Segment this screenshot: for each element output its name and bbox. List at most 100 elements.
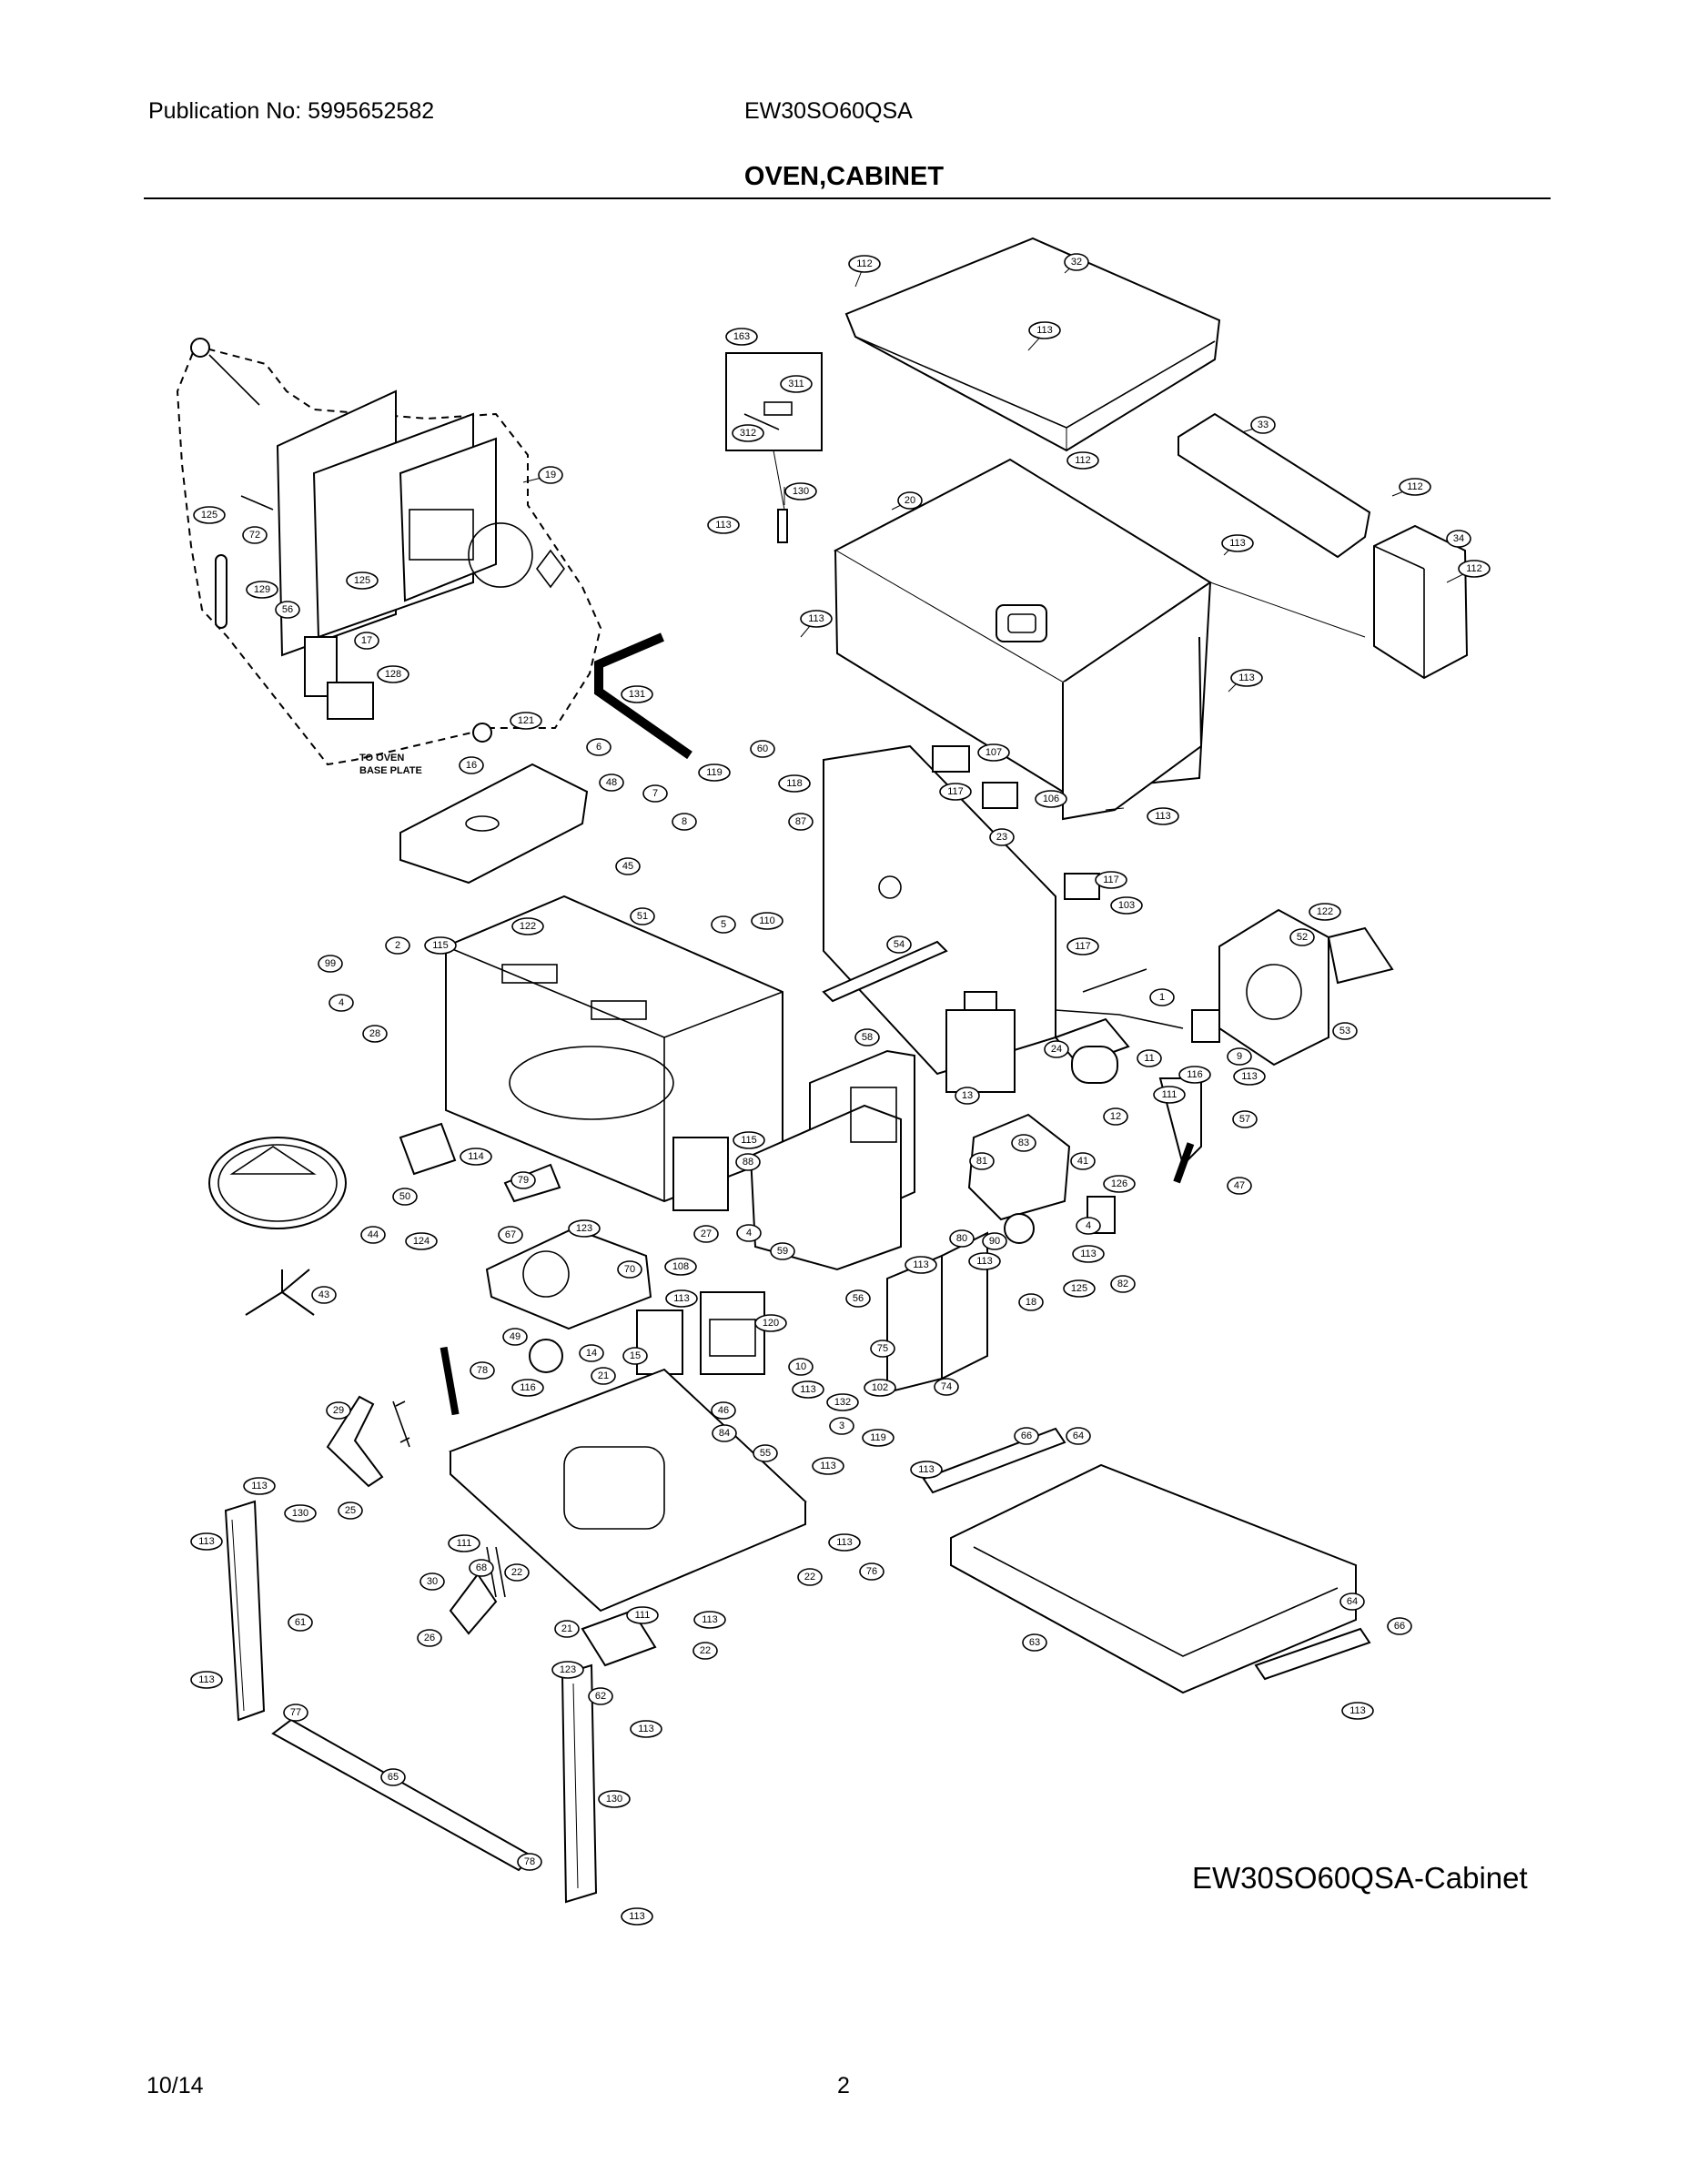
callout-label: 29 <box>333 1405 344 1416</box>
callout-label: 26 <box>424 1633 435 1643</box>
callout-81: 81 <box>969 1152 995 1170</box>
callout-label: 59 <box>777 1246 788 1257</box>
callout-112: 112 <box>1399 478 1431 496</box>
callout-label: 119 <box>870 1432 886 1443</box>
door-assembly-group <box>176 338 602 766</box>
callout-label: 87 <box>795 816 806 827</box>
cabinet-top-cover <box>844 237 1221 452</box>
callout-22: 22 <box>504 1563 530 1582</box>
callout-label: 122 <box>520 921 536 932</box>
callout-90: 90 <box>982 1232 1007 1250</box>
callout-label: 1 <box>1159 992 1165 1003</box>
callout-label: 113 <box>715 520 732 531</box>
callout-label: 9 <box>1237 1051 1242 1062</box>
callout-label: 113 <box>913 1259 929 1270</box>
callout-label: 121 <box>518 715 534 726</box>
callout-64: 64 <box>1339 1592 1365 1611</box>
callout-14: 14 <box>579 1344 604 1362</box>
callout-label: 4 <box>1086 1220 1091 1231</box>
base-pan-63 <box>922 1427 1371 1694</box>
callout-124: 124 <box>405 1232 438 1250</box>
callout-label: 117 <box>1103 875 1119 885</box>
callout-6: 6 <box>586 738 612 756</box>
callout-113: 113 <box>693 1611 726 1629</box>
callout-113: 113 <box>1230 669 1263 687</box>
roller-guide-43 <box>245 1269 315 1316</box>
callout-label: 113 <box>1238 672 1255 683</box>
callout-10: 10 <box>788 1358 814 1376</box>
callout-label: 113 <box>918 1464 935 1475</box>
callout-label: 5 <box>721 919 726 930</box>
callout-label: 45 <box>622 861 633 872</box>
callout-64: 64 <box>1066 1427 1091 1445</box>
note-to-oven-line1: TO OVEN <box>359 753 404 763</box>
publication-number: Publication No: 5995652582 <box>148 98 435 124</box>
callout-label: 56 <box>282 604 293 615</box>
callout-8: 8 <box>672 813 697 831</box>
fan-motor-assembly <box>1055 908 1394 1067</box>
magnetron-13 <box>945 991 1130 1093</box>
callout-label: 58 <box>862 1032 873 1043</box>
callout-66: 66 <box>1387 1617 1412 1635</box>
callout-label: 107 <box>986 747 1002 758</box>
callout-label: 20 <box>905 495 915 506</box>
title-divider <box>144 197 1551 199</box>
callout-128: 128 <box>377 665 409 683</box>
callout-131: 131 <box>621 685 653 703</box>
callout-113: 113 <box>1147 807 1179 825</box>
callout-label: 119 <box>706 767 723 778</box>
callout-12: 12 <box>1103 1107 1128 1126</box>
callout-label: 27 <box>701 1228 712 1239</box>
callout-113: 113 <box>1072 1245 1105 1263</box>
callout-30: 30 <box>419 1572 445 1591</box>
callout-112: 112 <box>1066 451 1099 470</box>
callout-126: 126 <box>1103 1175 1136 1193</box>
callout-107: 107 <box>977 743 1010 762</box>
callout-117: 117 <box>939 783 972 801</box>
callout-label: 32 <box>1071 257 1082 268</box>
callout-label: 125 <box>1071 1283 1087 1294</box>
callout-label: 82 <box>1117 1279 1128 1289</box>
callout-label: 79 <box>518 1175 529 1186</box>
base-plate-assembly <box>449 1368 807 1667</box>
callout-label: 34 <box>1453 533 1464 544</box>
callout-label: 62 <box>595 1691 606 1702</box>
callout-113: 113 <box>621 1907 653 1926</box>
callout-11: 11 <box>1137 1049 1162 1067</box>
callout-113: 113 <box>630 1720 662 1738</box>
callout-88: 88 <box>735 1153 761 1171</box>
callout-111: 111 <box>1153 1086 1186 1104</box>
callout-113: 113 <box>243 1477 276 1495</box>
callout-111: 111 <box>626 1606 659 1624</box>
callout-110: 110 <box>751 912 783 930</box>
callout-108: 108 <box>664 1258 697 1276</box>
callout-130: 130 <box>284 1504 317 1522</box>
callout-55: 55 <box>753 1444 778 1462</box>
callout-label: 118 <box>786 778 803 789</box>
oven-cavity <box>445 895 783 1203</box>
front-rail-65 <box>271 1718 534 1872</box>
callout-label: 90 <box>989 1236 1000 1247</box>
callout-label: 14 <box>586 1348 597 1359</box>
callout-106: 106 <box>1035 790 1067 808</box>
callout-label: 4 <box>746 1228 752 1239</box>
callout-115: 115 <box>733 1131 765 1149</box>
callout-52: 52 <box>1289 928 1315 946</box>
callout-75: 75 <box>870 1340 895 1358</box>
callout-label: 113 <box>820 1461 836 1471</box>
callout-label: 312 <box>740 428 756 439</box>
callout-63: 63 <box>1022 1633 1047 1652</box>
callout-label: 113 <box>808 613 824 624</box>
callout-44: 44 <box>360 1226 386 1244</box>
callout-label: 15 <box>630 1350 641 1361</box>
callout-118: 118 <box>778 774 811 793</box>
callout-label: 113 <box>1241 1071 1258 1082</box>
callout-label: 124 <box>413 1236 430 1247</box>
callout-113: 113 <box>190 1671 223 1689</box>
callout-78: 78 <box>517 1853 542 1871</box>
callout-113: 113 <box>968 1252 1001 1270</box>
callout-123: 123 <box>551 1661 584 1679</box>
callout-113: 113 <box>1341 1702 1374 1720</box>
callout-label: 57 <box>1239 1114 1250 1125</box>
callout-117: 117 <box>1066 937 1099 956</box>
